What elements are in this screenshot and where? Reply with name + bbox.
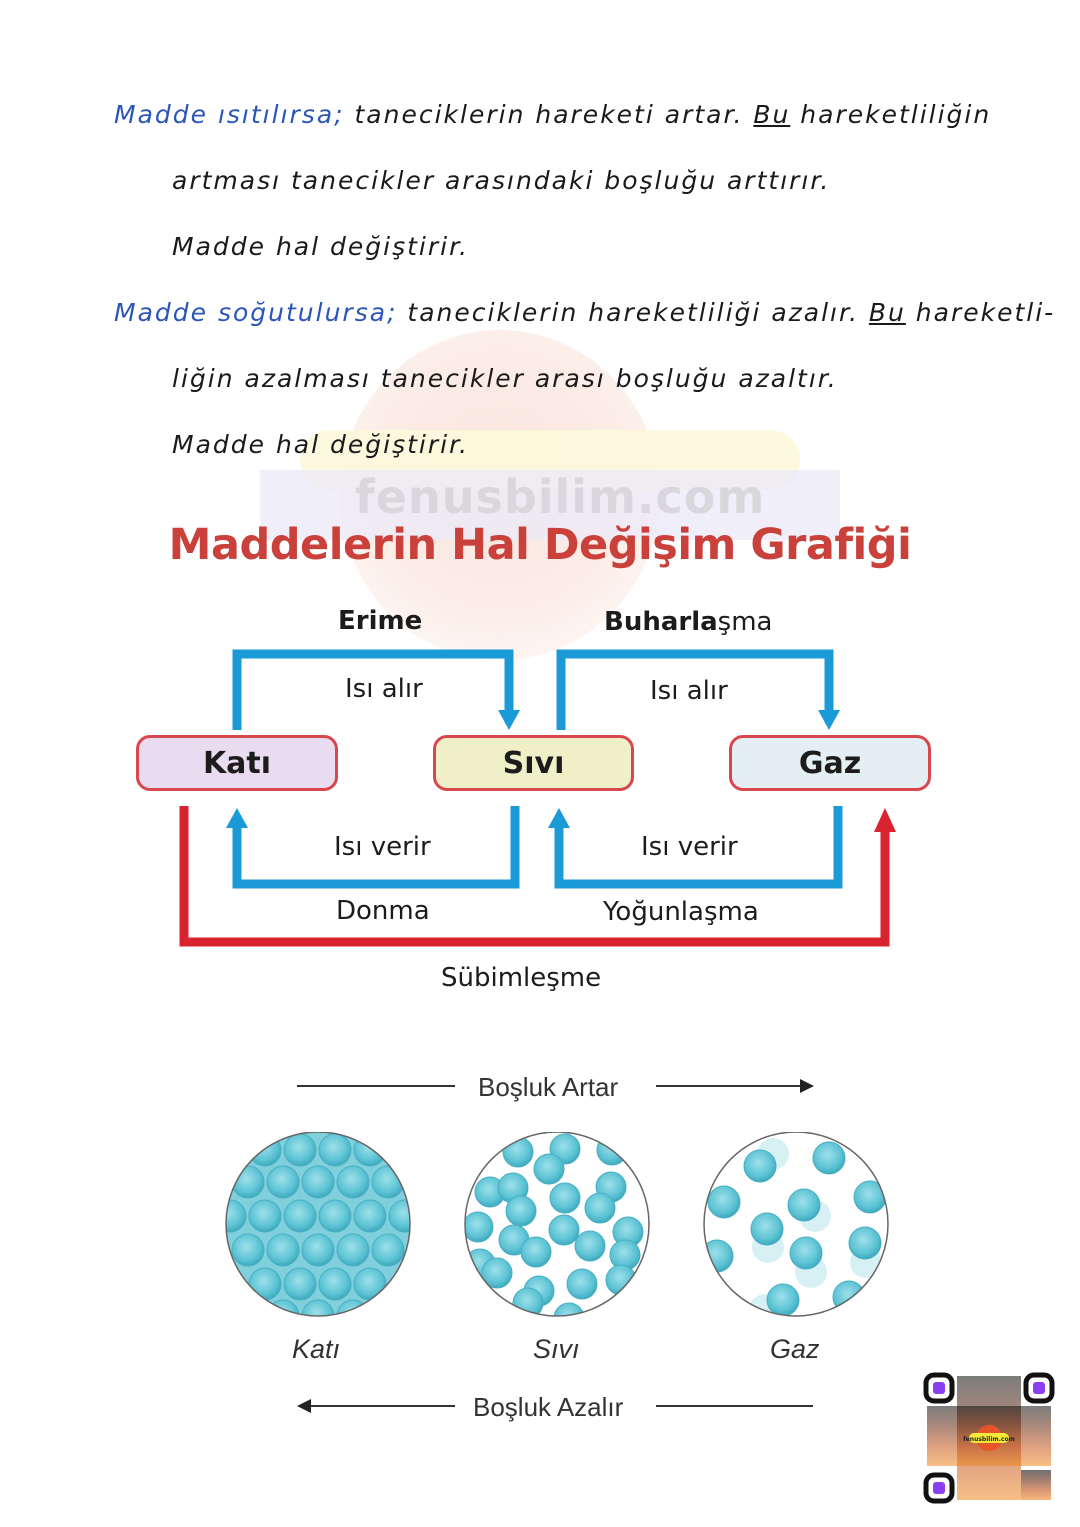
note-cooling-heading: Madde soğutulursa; (114, 298, 398, 327)
gas-particles (704, 1138, 887, 1316)
particle-label-kati: Katı (292, 1334, 341, 1364)
arrowhead-down-icon (818, 710, 840, 730)
note-text: hareketli- (905, 298, 1056, 327)
label-buharlasma: Buharlaşma (604, 607, 772, 637)
label-text: şma (717, 607, 773, 637)
spacing-decrease-arrow (297, 1399, 813, 1413)
qr-finder-patterns (923, 1372, 1055, 1504)
note-cooling-line2: liğin azalması tanecikler arası boşluğu … (172, 364, 838, 393)
watermark-text: fenusbilim.com (354, 470, 766, 524)
note-text: Bu (868, 298, 906, 327)
qr-caption: fenusbilim.com (963, 1436, 1015, 1443)
label-erime: Erime (338, 606, 423, 636)
note-cooling-line1: Madde soğutulursa; taneciklerin hareketl… (114, 298, 1055, 327)
label-isi-alir-1: Isı alır (345, 674, 423, 704)
label-bosluk-azalir: Boşluk Azalır (473, 1392, 624, 1422)
spacing-increase-arrow (297, 1079, 814, 1093)
label-isi-verir-1: Isı verir (334, 832, 431, 862)
particle-diagrams (225, 1132, 889, 1317)
particle-label-sivi: Sıvı (533, 1334, 580, 1364)
note-heating-line1: Madde ısıtılırsa; taneciklerin hareketi … (114, 100, 991, 129)
label-donma: Donma (336, 896, 430, 926)
qr-code[interactable]: fenusbilim.com (923, 1372, 1055, 1504)
note-heating-line2: artması tanecikler arasındaki boşluğu ar… (172, 166, 831, 195)
arrowhead-up-icon (226, 808, 248, 828)
state-box-kati: Katı (136, 735, 338, 791)
arrowhead-down-icon (498, 710, 520, 730)
arrowhead-up-icon (548, 808, 570, 828)
diagram-title: Maddelerin Hal Değişim Grafiği (168, 520, 912, 570)
note-text: taneciklerin hareketi artar. (344, 100, 754, 129)
label-text: Buharla (604, 607, 718, 637)
state-box-gaz: Gaz (729, 735, 931, 791)
liquid-particles (465, 1133, 644, 1316)
note-text: taneciklerin hareketliliği azalır. (397, 298, 869, 327)
watermark-banner (260, 470, 840, 540)
note-heating-heading: Madde ısıtılırsa; (114, 100, 345, 129)
arrow-left-icon (297, 1399, 311, 1413)
label-isi-alir-2: Isı alır (650, 676, 728, 706)
label-bosluk-artar: Boşluk Artar (478, 1072, 619, 1102)
note-heating-line3: Madde hal değiştirir. (172, 232, 470, 261)
particle-label-gaz: Gaz (770, 1334, 820, 1364)
state-change-arrows (179, 649, 896, 947)
note-text: Bu (753, 100, 791, 129)
solid-particles (226, 1132, 410, 1316)
arrow-right-icon (800, 1079, 814, 1093)
note-text: hareketliliğin (790, 100, 992, 129)
arrowhead-up-red-icon (874, 808, 896, 832)
state-box-sivi: Sıvı (433, 735, 634, 791)
label-yogunlasma: Yoğunlaşma (603, 897, 759, 927)
label-subimlesme: Sübimleşme (441, 963, 602, 993)
label-isi-verir-2: Isı verir (641, 832, 738, 862)
note-cooling-line3: Madde hal değiştirir. (172, 430, 470, 459)
